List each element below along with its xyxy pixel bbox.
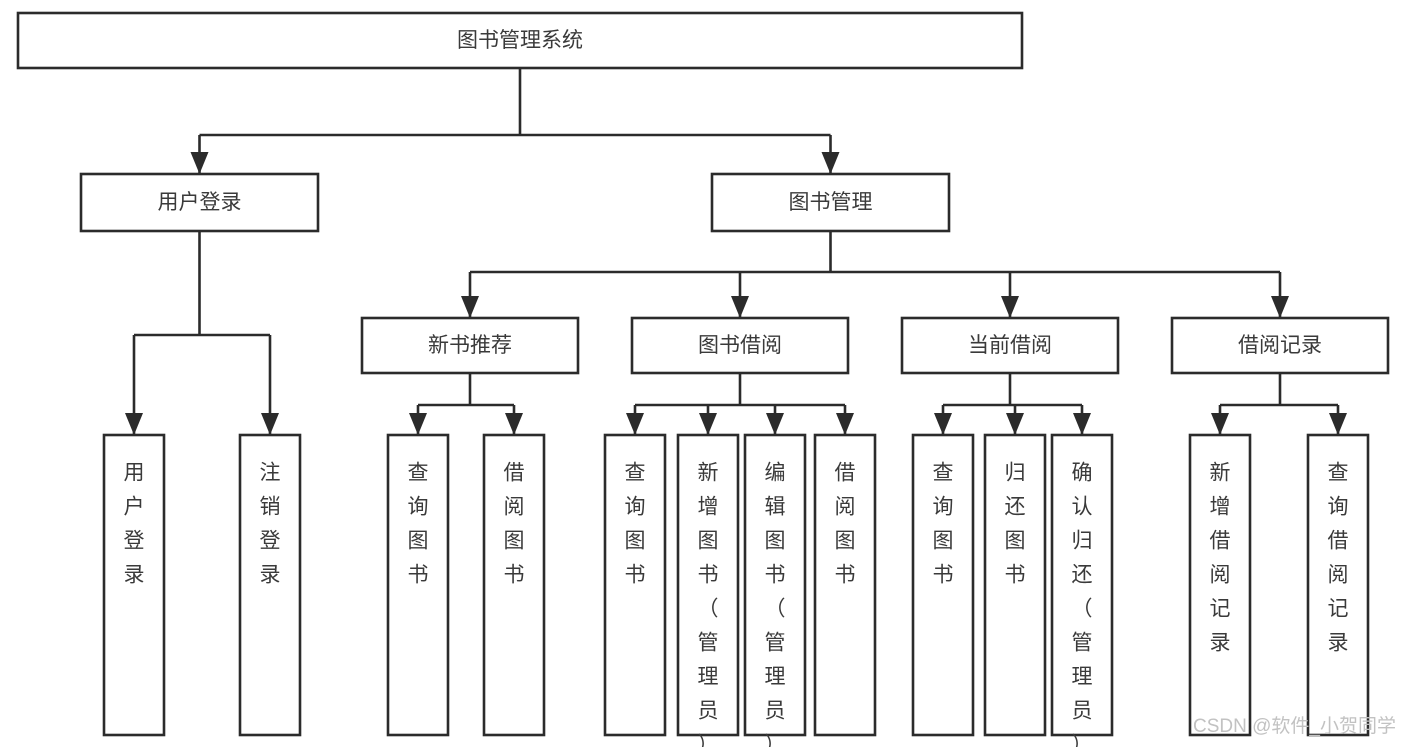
arrow-head-icon [1073,413,1091,435]
node-root-box[interactable] [16,11,1024,70]
node-leaf-confirm-return-box[interactable] [1050,433,1114,737]
node-leaf-query-book-1-box[interactable] [386,433,450,737]
node-leaf-user-login-box[interactable] [102,433,166,737]
arrow-head-icon [699,413,717,435]
arrow-head-icon [190,152,209,174]
arrow-head-icon [821,152,840,174]
arrow-head-icon [731,296,749,318]
node-leaf-add-book-label: 新增图书（管理员） [698,462,719,747]
node-borrow-record[interactable]: 借阅记录 [1170,316,1390,375]
node-leaf-add-book-box[interactable] [676,433,740,737]
node-user-login[interactable]: 用户登录 [79,172,320,233]
node-book-manage[interactable]: 图书管理 [710,172,951,233]
node-leaf-add-book[interactable]: 新增图书（管理员） [676,433,740,747]
node-leaf-add-record-label: 新增借阅记录 [1210,462,1231,655]
node-current-borrow-box[interactable] [900,316,1120,375]
node-leaf-confirm-return-label: 确认归还（管理员） [1072,462,1093,747]
node-leaf-edit-book-box[interactable] [743,433,807,737]
node-leaf-add-record[interactable]: 新增借阅记录 [1188,433,1252,737]
node-user-login-box[interactable] [79,172,320,233]
node-leaf-logout-label: 注销登录 [260,462,281,587]
node-leaf-query-book-3-label: 查询图书 [933,462,954,587]
node-book-manage-box[interactable] [710,172,951,233]
node-new-book-rec-label: 新书推荐 [428,334,512,357]
node-new-book-rec-box[interactable] [360,316,580,375]
arrow-head-icon [505,413,523,435]
node-user-login-label: 用户登录 [158,191,242,214]
arrow-head-icon [1211,413,1229,435]
arrow-head-icon [461,296,479,318]
node-leaf-query-book-2[interactable]: 查询图书 [603,433,667,737]
node-leaf-edit-book[interactable]: 编辑图书（管理员） [743,433,807,747]
node-leaf-edit-book-label: 编辑图书（管理员） [765,462,786,747]
node-leaf-query-book-2-box[interactable] [603,433,667,737]
arrow-head-icon [934,413,952,435]
node-book-borrow-label: 图书借阅 [698,334,782,357]
node-leaf-query-book-3[interactable]: 查询图书 [911,433,975,737]
arrow-head-icon [1271,296,1289,318]
csdn-watermark: CSDN @软件_小贺同学 [1193,715,1396,737]
node-layer: 图书管理系统用户登录图书管理新书推荐图书借阅当前借阅借阅记录用户登录注销登录查询… [16,11,1390,747]
node-book-borrow-box[interactable] [630,316,850,375]
node-leaf-return-book[interactable]: 归还图书 [983,433,1047,737]
node-leaf-query-book-2-label: 查询图书 [625,462,646,587]
node-leaf-confirm-return[interactable]: 确认归还（管理员） [1050,433,1114,747]
node-leaf-borrow-book-2-label: 借阅图书 [835,462,856,587]
node-leaf-borrow-book-2-box[interactable] [813,433,877,737]
arrow-head-icon [409,413,427,435]
node-leaf-query-book-3-box[interactable] [911,433,975,737]
arrow-head-icon [626,413,644,435]
node-borrow-record-box[interactable] [1170,316,1390,375]
node-leaf-return-book-label: 归还图书 [1005,462,1026,587]
node-current-borrow[interactable]: 当前借阅 [900,316,1120,375]
arrow-head-icon [766,413,784,435]
node-borrow-record-label: 借阅记录 [1238,334,1322,357]
arrow-head-icon [1001,296,1019,318]
node-leaf-logout[interactable]: 注销登录 [238,433,302,737]
node-root-label: 图书管理系统 [457,29,583,52]
node-leaf-query-book-1-label: 查询图书 [408,462,429,587]
node-leaf-return-book-box[interactable] [983,433,1047,737]
node-book-manage-label: 图书管理 [789,191,873,214]
node-leaf-borrow-book-1[interactable]: 借阅图书 [482,433,546,737]
node-leaf-query-record[interactable]: 查询借阅记录 [1306,433,1370,737]
node-leaf-borrow-book-1-label: 借阅图书 [504,462,525,587]
node-leaf-borrow-book-1-box[interactable] [482,433,546,737]
node-leaf-logout-box[interactable] [238,433,302,737]
arrow-head-icon [1006,413,1024,435]
node-leaf-user-login-label: 用户登录 [124,462,145,587]
node-leaf-query-record-box[interactable] [1306,433,1370,737]
node-new-book-rec[interactable]: 新书推荐 [360,316,580,375]
node-book-borrow[interactable]: 图书借阅 [630,316,850,375]
node-current-borrow-label: 当前借阅 [968,334,1052,357]
node-leaf-query-book-1[interactable]: 查询图书 [386,433,450,737]
node-leaf-add-record-box[interactable] [1188,433,1252,737]
arrow-head-icon [836,413,854,435]
node-root[interactable]: 图书管理系统 [16,11,1024,70]
arrow-head-icon [1329,413,1347,435]
arrow-head-icon [125,413,143,435]
node-leaf-user-login[interactable]: 用户登录 [102,433,166,737]
node-leaf-borrow-book-2[interactable]: 借阅图书 [813,433,877,737]
node-leaf-query-record-label: 查询借阅记录 [1328,462,1349,655]
connector-layer [125,68,1347,435]
arrow-head-icon [261,413,279,435]
